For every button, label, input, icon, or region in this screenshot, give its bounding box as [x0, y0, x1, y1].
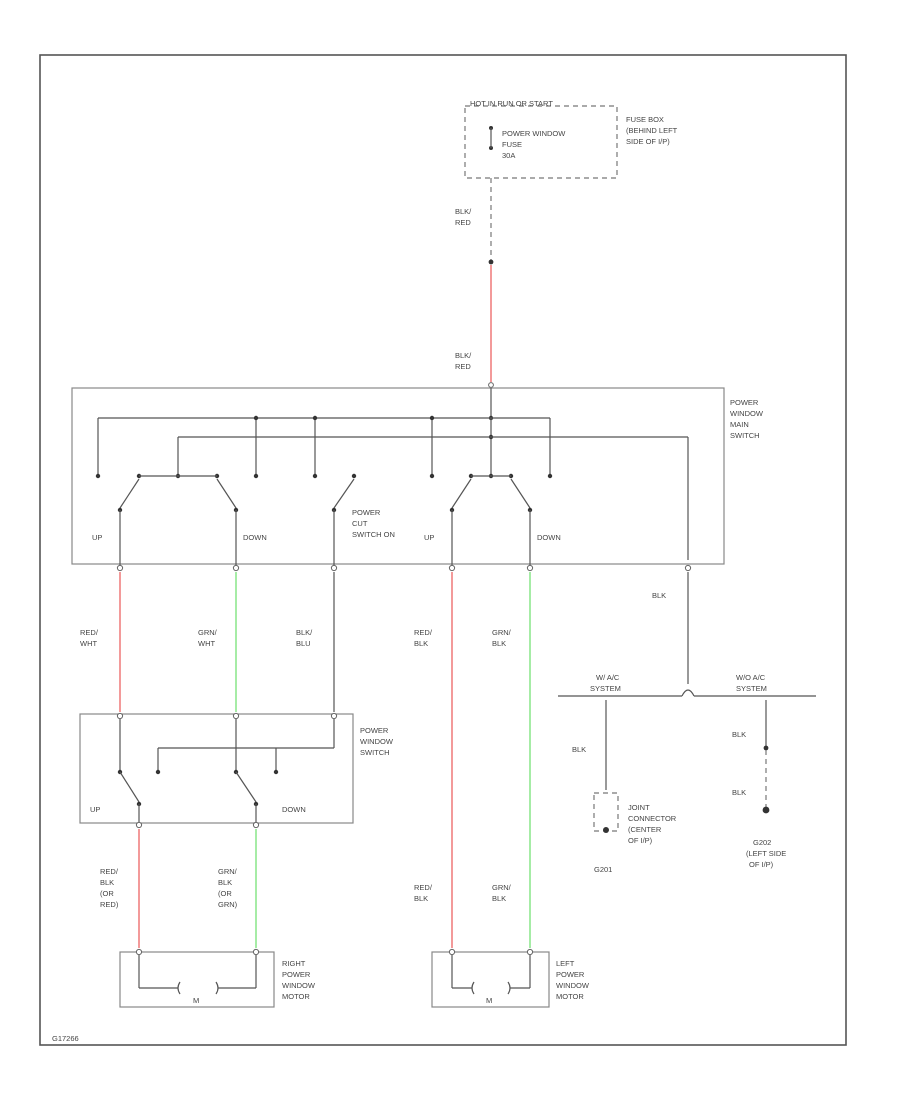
- without-ac-label-1: W/O A/C: [736, 673, 766, 682]
- cutout-name-1: POWER: [352, 508, 381, 517]
- left-motor-name-3: WINDOW: [556, 981, 590, 990]
- pass-up-label-1: RED/: [80, 628, 99, 637]
- right-up-label-4: RED): [100, 900, 119, 909]
- main-switch-name-4: SWITCH: [730, 431, 760, 440]
- feed-top-label-2: RED: [455, 218, 471, 227]
- pass-up-label-2: WHT: [80, 639, 97, 648]
- joint-connector-3: (CENTER: [628, 825, 662, 834]
- pass-down-label-1: GRN/: [198, 628, 218, 637]
- main-down-label-2: DOWN: [537, 533, 561, 542]
- fuse-box-header: HOT IN RUN OR START: [470, 99, 553, 108]
- diagram-frame: [39, 54, 847, 1046]
- cutout-name-3: SWITCH ON: [352, 530, 395, 539]
- right-motor-name-2: POWER: [282, 970, 311, 979]
- pass-down-label-2: WHT: [198, 639, 215, 648]
- g202-wire-label-top: BLK: [732, 730, 746, 739]
- main-switch-name-2: WINDOW: [730, 409, 764, 418]
- feed-bottom-label-2: RED: [455, 362, 471, 371]
- main-up-label-1: UP: [92, 533, 102, 542]
- g202-label-1: G202: [753, 838, 771, 847]
- left-motor-name-1: LEFT: [556, 959, 575, 968]
- left-motor: M LEFT POWER WINDOW MOTOR: [431, 948, 590, 1008]
- right-up-label-1: RED/: [100, 867, 119, 876]
- main-down-label-1: DOWN: [243, 533, 267, 542]
- fuse-name-line1: POWER WINDOW: [502, 129, 566, 138]
- without-ac-label-2: SYSTEM: [736, 684, 767, 693]
- sub-up-label: UP: [90, 805, 100, 814]
- cutout-name-2: CUT: [352, 519, 368, 528]
- g201-wire-label: BLK: [572, 745, 586, 754]
- fuse-name-line2: FUSE: [502, 140, 522, 149]
- right-motor-name-1: RIGHT: [282, 959, 306, 968]
- left-motor-symbol: M: [486, 996, 492, 1005]
- right-motor-name-4: MOTOR: [282, 992, 310, 1001]
- fuse-location-line3: SIDE OF I/P): [626, 137, 670, 146]
- right-motor-symbol: M: [193, 996, 199, 1005]
- g202-label-3: OF I/P): [749, 860, 774, 869]
- main-switch: POWER WINDOW MAIN SWITCH: [71, 387, 764, 572]
- joint-connector-2: CONNECTOR: [628, 814, 677, 823]
- right-motor-name-3: WINDOW: [282, 981, 316, 990]
- left-up-label-1: RED/: [414, 628, 433, 637]
- left-motor-up-label-2: BLK: [414, 894, 428, 903]
- feed-bottom-label-1: BLK/: [455, 351, 472, 360]
- joint-connector-4: OF I/P): [628, 836, 653, 845]
- left-motor-name-4: MOTOR: [556, 992, 584, 1001]
- right-motor: M RIGHT POWER WINDOW MOTOR: [119, 948, 316, 1008]
- right-up-label-3: (OR: [100, 889, 114, 898]
- ground-section: W/ A/C SYSTEM W/O A/C SYSTEM BLK JOINT C…: [558, 673, 816, 874]
- footer-code: G17266: [52, 1034, 79, 1043]
- main-switch-name-3: MAIN: [730, 420, 749, 429]
- right-up-label-2: BLK: [100, 878, 114, 887]
- sub-switch-name-2: WINDOW: [360, 737, 394, 746]
- sub-switch-name-3: SWITCH: [360, 748, 390, 757]
- fuse-name-line3: 30A: [502, 151, 515, 160]
- g202-label-2: (LEFT SIDE: [746, 849, 786, 858]
- sub-switch: POWER WINDOW SWITCH UP DOWN: [79, 712, 394, 829]
- with-ac-label-2: SYSTEM: [590, 684, 621, 693]
- left-motor-up-label-1: RED/: [414, 883, 433, 892]
- sub-switch-name-1: POWER: [360, 726, 389, 735]
- sub-down-label: DOWN: [282, 805, 306, 814]
- left-up-label-2: BLK: [414, 639, 428, 648]
- cutout-wire-label-2: BLU: [296, 639, 311, 648]
- right-down-label-1: GRN/: [218, 867, 238, 876]
- left-motor-down-label-1: GRN/: [492, 883, 512, 892]
- g201-label: G201: [594, 865, 612, 874]
- left-down-label-1: GRN/: [492, 628, 512, 637]
- with-ac-label-1: W/ A/C: [596, 673, 620, 682]
- ground-wire-label: BLK: [652, 591, 666, 600]
- left-motor-name-2: POWER: [556, 970, 585, 979]
- main-switch-name-1: POWER: [730, 398, 759, 407]
- left-down-label-2: BLK: [492, 639, 506, 648]
- fuse-box: HOT IN RUN OR START POWER WINDOW FUSE 30…: [464, 99, 678, 179]
- left-motor-down-label-2: BLK: [492, 894, 506, 903]
- fuse-location-line1: FUSE BOX: [626, 115, 664, 124]
- right-down-label-2: BLK: [218, 878, 232, 887]
- main-up-label-2: UP: [424, 533, 434, 542]
- right-down-label-3: (OR: [218, 889, 232, 898]
- cutout-wire-label-1: BLK/: [296, 628, 313, 637]
- feed-top-label-1: BLK/: [455, 207, 472, 216]
- right-down-label-4: GRN): [218, 900, 238, 909]
- g202-wire-label-bottom: BLK: [732, 788, 746, 797]
- fuse-location-line2: (BEHIND LEFT: [626, 126, 678, 135]
- joint-connector-1: JOINT: [628, 803, 650, 812]
